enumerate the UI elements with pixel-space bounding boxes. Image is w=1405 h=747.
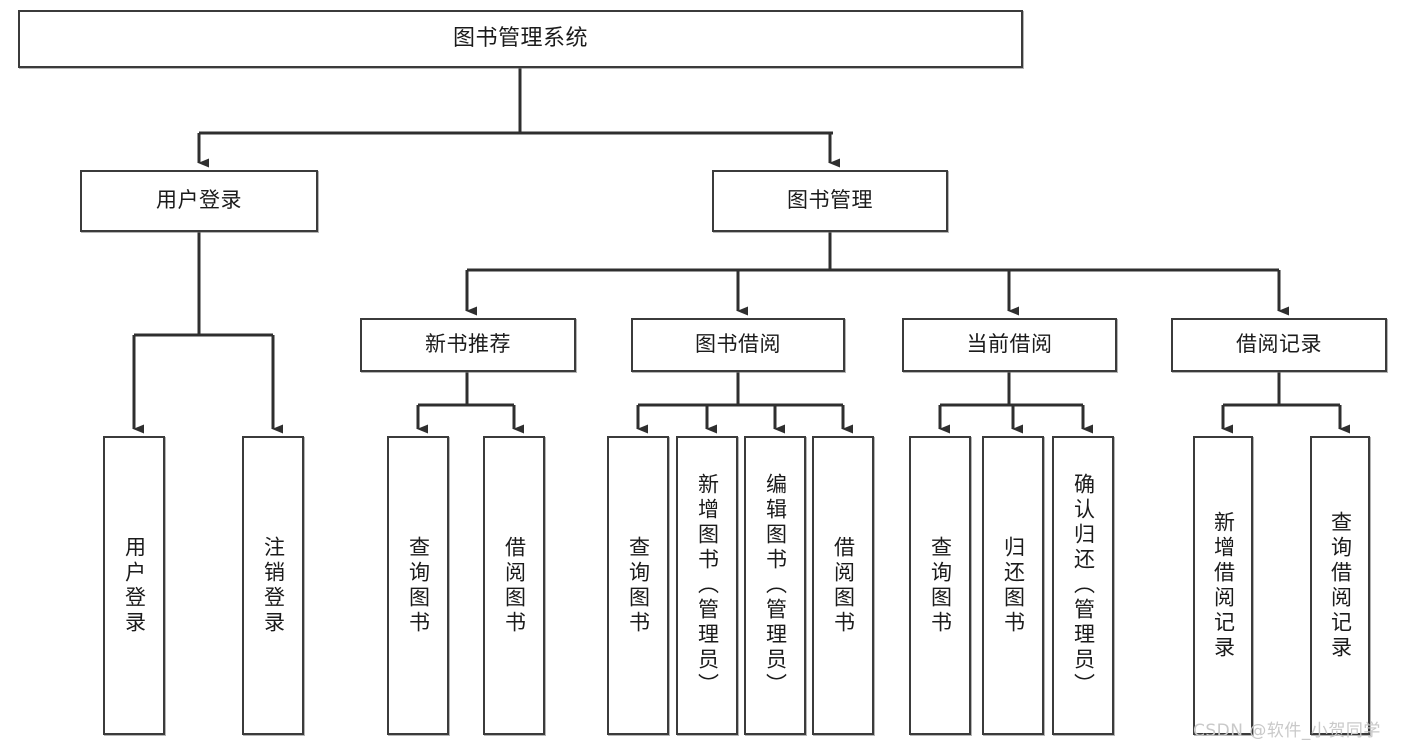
node-leaf-return-book-label: 归还图书 <box>1001 535 1026 636</box>
node-leaf-logout[interactable]: 注销登录 <box>242 436 304 735</box>
node-leaf-query-borrow-record[interactable]: 查询借阅记录 <box>1310 436 1370 735</box>
csdn-watermark: CSDN @软件_小贺同学 <box>1193 721 1381 741</box>
node-level3-book-borrow[interactable]: 图书借阅 <box>631 318 845 372</box>
node-leaf-query-book-recommend-label: 查询图书 <box>406 535 431 636</box>
node-leaf-logout-label: 注销登录 <box>261 535 286 636</box>
node-leaf-query-book-recommend[interactable]: 查询图书 <box>387 436 449 735</box>
node-level2-user-login[interactable]: 用户登录 <box>80 170 318 232</box>
node-leaf-borrow-book-recommend[interactable]: 借阅图书 <box>483 436 545 735</box>
node-leaf-confirm-return-admin[interactable]: 确认归还（管理员） <box>1052 436 1114 735</box>
node-root-label: 图书管理系统 <box>452 25 588 51</box>
node-leaf-query-book-current-label: 查询图书 <box>928 535 953 636</box>
node-leaf-edit-book-admin-label: 编辑图书（管理员） <box>763 473 788 698</box>
node-leaf-borrow-book-label: 借阅图书 <box>831 535 856 636</box>
node-level3-current-borrow[interactable]: 当前借阅 <box>902 318 1117 372</box>
node-level2-book-management-label: 图书管理 <box>787 188 873 213</box>
node-level2-user-login-label: 用户登录 <box>156 188 242 213</box>
node-leaf-query-book-borrow-label: 查询图书 <box>626 535 651 636</box>
node-leaf-user-login[interactable]: 用户登录 <box>103 436 165 735</box>
node-level3-book-borrow-label: 图书借阅 <box>695 332 781 357</box>
node-root[interactable]: 图书管理系统 <box>18 10 1023 68</box>
node-leaf-borrow-book-recommend-label: 借阅图书 <box>502 535 527 636</box>
node-leaf-query-borrow-record-label: 查询借阅记录 <box>1328 510 1353 661</box>
node-leaf-edit-book-admin[interactable]: 编辑图书（管理员） <box>744 436 806 735</box>
node-leaf-query-book-current[interactable]: 查询图书 <box>909 436 971 735</box>
node-leaf-return-book[interactable]: 归还图书 <box>982 436 1044 735</box>
node-level3-borrow-record-label: 借阅记录 <box>1236 332 1322 357</box>
node-level2-book-management[interactable]: 图书管理 <box>712 170 948 232</box>
node-leaf-add-borrow-record[interactable]: 新增借阅记录 <box>1193 436 1253 735</box>
node-leaf-add-book-admin[interactable]: 新增图书（管理员） <box>676 436 738 735</box>
node-leaf-user-login-label: 用户登录 <box>122 535 147 636</box>
node-level3-borrow-record[interactable]: 借阅记录 <box>1171 318 1387 372</box>
node-level3-new-book-recommend-label: 新书推荐 <box>425 332 511 357</box>
node-leaf-borrow-book[interactable]: 借阅图书 <box>812 436 874 735</box>
node-level3-current-borrow-label: 当前借阅 <box>966 332 1053 357</box>
node-level3-new-book-recommend[interactable]: 新书推荐 <box>360 318 576 372</box>
node-leaf-query-book-borrow[interactable]: 查询图书 <box>607 436 669 735</box>
node-leaf-add-book-admin-label: 新增图书（管理员） <box>695 473 720 698</box>
node-leaf-add-borrow-record-label: 新增借阅记录 <box>1211 510 1236 661</box>
node-leaf-confirm-return-admin-label: 确认归还（管理员） <box>1071 473 1096 698</box>
